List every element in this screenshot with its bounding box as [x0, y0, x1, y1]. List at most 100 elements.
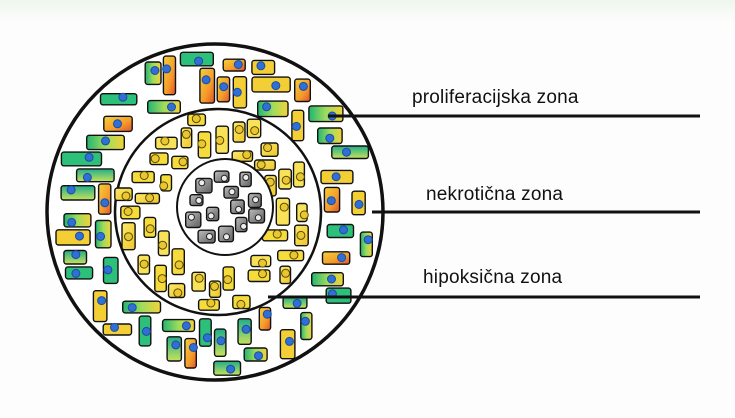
cell-nucleus: [299, 210, 309, 220]
cell-nucleus: [242, 174, 250, 181]
cell-nucleus: [101, 136, 110, 146]
label-proliferative-zone: proliferacijska zona: [412, 87, 579, 108]
cell-nucleus: [194, 273, 204, 283]
top-band: [0, 0, 735, 22]
cell-nucleus: [256, 61, 266, 71]
cell-nucleus: [188, 343, 198, 352]
cell-nucleus: [300, 316, 310, 326]
cell-nucleus: [127, 303, 137, 313]
cell-nucleus: [75, 231, 84, 241]
cell-nucleus: [271, 81, 281, 91]
proliferating-cell: [55, 229, 91, 246]
cell-nucleus: [240, 222, 248, 230]
cell-nucleus: [223, 275, 233, 285]
cell-nucleus: [181, 129, 191, 139]
cell-nucleus: [67, 217, 77, 227]
cell-nucleus: [331, 172, 341, 182]
cell-nucleus: [194, 56, 204, 66]
hypoxic-cells: [114, 113, 309, 311]
cell-nucleus: [195, 197, 203, 204]
cell-nucleus: [228, 188, 236, 196]
cell-nucleus: [254, 351, 263, 361]
proliferative-cells: [55, 51, 373, 376]
cell-nucleus: [173, 288, 183, 298]
cell-nucleus: [281, 175, 291, 185]
cell-nucleus: [206, 233, 213, 240]
cell-nucleus: [263, 143, 273, 153]
cell-nucleus: [210, 281, 219, 291]
cell-nucleus: [174, 260, 184, 270]
cell-nucleus: [326, 196, 336, 206]
cell-nucleus: [141, 326, 151, 336]
cell-nucleus: [121, 191, 131, 201]
cell-nucleus: [197, 139, 207, 149]
cell-nucleus: [258, 269, 267, 279]
proliferating-cell: [251, 76, 291, 93]
cell-nucleus: [291, 121, 301, 131]
cell-nucleus: [256, 160, 266, 170]
cell-nucleus: [226, 364, 236, 374]
cell-nucleus: [327, 274, 336, 284]
cell-nucleus: [198, 179, 206, 187]
proliferating-cell: [198, 318, 212, 347]
cell-nucleus: [279, 202, 289, 212]
cell-nucleus: [262, 102, 272, 112]
cell-nucleus: [215, 135, 225, 145]
cell-nucleus: [325, 133, 335, 143]
cell-nucleus: [232, 87, 242, 97]
cell-nucleus: [289, 250, 299, 260]
cell-nucleus: [84, 152, 94, 162]
cell-nucleus: [296, 230, 306, 240]
cell-nucleus: [150, 154, 160, 164]
cell-nucleus: [123, 207, 133, 216]
proliferating-cell: [162, 55, 177, 96]
cell-nucleus: [110, 322, 119, 332]
cell-nucleus: [281, 268, 291, 278]
cell-nucleus: [363, 235, 373, 245]
cell-nucleus: [96, 231, 106, 241]
cell-nucleus: [160, 136, 170, 146]
cell-nucleus: [66, 185, 76, 195]
cell-nucleus: [191, 114, 201, 124]
label-hypoxic-zone: hipoksična zona: [423, 267, 563, 288]
cell-nucleus: [337, 253, 347, 263]
cell-nucleus: [150, 66, 160, 75]
cell-nucleus: [162, 64, 172, 74]
cell-nucleus: [206, 298, 216, 308]
cell-nucleus: [181, 321, 191, 331]
cell-nucleus: [298, 81, 308, 91]
cell-nucleus: [254, 214, 262, 222]
cell-nucleus: [82, 172, 92, 182]
cell-nucleus: [339, 225, 348, 235]
proliferating-cell: [199, 67, 216, 104]
cell-nucleus: [219, 82, 229, 92]
necrotic-cells: [184, 170, 266, 244]
proliferating-cell: [75, 168, 115, 183]
cell-nucleus: [124, 232, 133, 242]
proliferating-cell: [257, 100, 289, 118]
cell-nucleus: [71, 250, 81, 260]
cell-nucleus: [159, 181, 169, 191]
cell-nucleus: [242, 150, 252, 160]
cell-nucleus: [187, 213, 195, 221]
cell-nucleus: [235, 205, 243, 213]
cell-nucleus: [139, 259, 149, 269]
cell-nucleus: [241, 324, 251, 334]
cell-nucleus: [145, 193, 155, 203]
cell-nucleus: [113, 119, 122, 129]
cell-nucleus: [71, 268, 81, 278]
hypoxic-cell: [275, 197, 291, 226]
cell-nucleus: [202, 333, 212, 343]
proliferating-cell: [92, 290, 108, 323]
cell-nucleus: [97, 296, 107, 306]
cell-nucleus: [201, 75, 211, 85]
cell-nucleus: [234, 125, 244, 134]
cell-nucleus: [207, 212, 215, 220]
cell-nucleus: [220, 174, 228, 182]
cell-nucleus: [100, 198, 110, 208]
proliferating-cell: [300, 311, 313, 341]
label-necrotic-zone: nekrotična zona: [426, 184, 564, 205]
cell-nucleus: [145, 224, 155, 234]
proliferating-cell: [60, 184, 96, 201]
